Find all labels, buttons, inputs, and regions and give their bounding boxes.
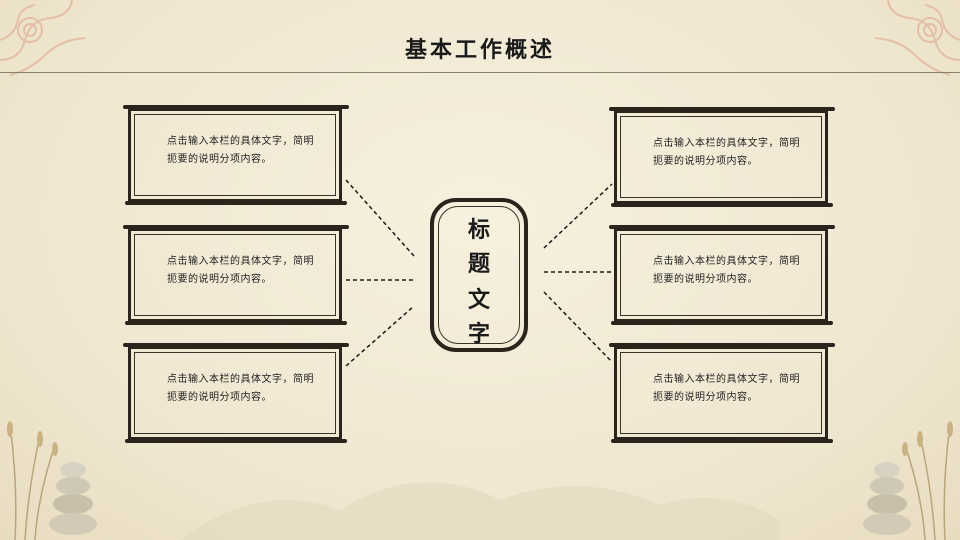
connector-right-bottom xyxy=(543,291,613,363)
text-box-left-1[interactable]: 点击输入本栏的具体文字，简明扼要的说明分项内容。 xyxy=(123,105,349,205)
mountain-wash xyxy=(180,482,780,540)
title-divider xyxy=(0,72,960,73)
connector-right-top xyxy=(543,183,613,249)
box-text: 点击输入本栏的具体文字，简明扼要的说明分项内容。 xyxy=(653,374,800,403)
text-box-right-3[interactable]: 点击输入本栏的具体文字，简明扼要的说明分项内容。 xyxy=(609,343,835,443)
reed-icon xyxy=(7,421,58,540)
text-box-left-2[interactable]: 点击输入本栏的具体文字，简明扼要的说明分项内容。 xyxy=(123,225,349,325)
box-text: 点击输入本栏的具体文字，简明扼要的说明分项内容。 xyxy=(167,256,314,285)
corner-ornament-icon xyxy=(874,0,960,76)
center-char-3: 文 xyxy=(467,287,490,313)
text-box-right-1[interactable]: 点击输入本栏的具体文字，简明扼要的说明分项内容。 xyxy=(609,107,835,207)
corner-ornament-icon xyxy=(0,0,86,76)
box-text: 点击输入本栏的具体文字，简明扼要的说明分项内容。 xyxy=(167,374,314,403)
center-title-box[interactable]: 标 题 文 字 xyxy=(430,198,528,352)
box-text: 点击输入本栏的具体文字，简明扼要的说明分项内容。 xyxy=(653,256,800,285)
box-text: 点击输入本栏的具体文字，简明扼要的说明分项内容。 xyxy=(167,136,314,165)
text-box-left-3[interactable]: 点击输入本栏的具体文字，简明扼要的说明分项内容。 xyxy=(123,343,349,443)
reed-icon xyxy=(902,421,953,540)
center-char-1: 标 xyxy=(467,217,490,243)
stones-icon xyxy=(863,462,911,535)
text-box-right-2[interactable]: 点击输入本栏的具体文字，简明扼要的说明分项内容。 xyxy=(609,225,835,325)
page-title: 基本工作概述 xyxy=(404,37,555,63)
stones-icon xyxy=(49,462,97,535)
box-text: 点击输入本栏的具体文字，简明扼要的说明分项内容。 xyxy=(653,138,800,167)
connector-left-bottom xyxy=(345,305,415,367)
center-char-2: 题 xyxy=(467,251,490,277)
center-char-4: 字 xyxy=(467,321,490,347)
connector-left-top xyxy=(345,179,415,257)
